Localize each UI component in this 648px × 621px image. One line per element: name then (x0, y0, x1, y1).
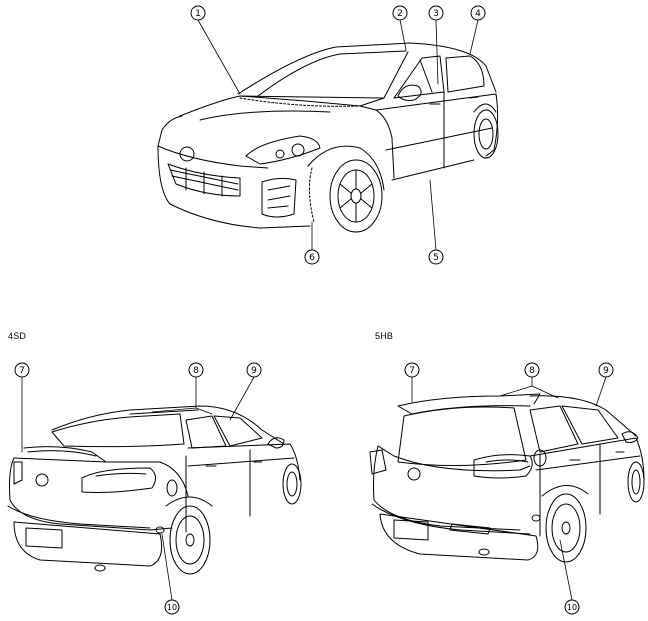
variant-label-sedan: 4SD (8, 331, 27, 341)
callout-7-hatchback: 7 (409, 366, 415, 376)
callout-7-sedan-circle (14, 362, 30, 378)
variant-label-hatchback: 5HB (375, 331, 394, 341)
callout-9-hatchback-circle (598, 362, 614, 378)
callout-4-circle (470, 5, 486, 21)
callout-8-sedan-circle (188, 362, 204, 378)
callout-1: 1 (195, 9, 201, 19)
callout-7-hatchback-circle (404, 362, 420, 378)
callout-2-circle (392, 5, 408, 21)
callout-5: 5 (433, 253, 439, 263)
callout-3-circle (428, 5, 444, 21)
callout-3: 3 (433, 9, 439, 19)
leader-lines (21, 19, 607, 601)
front-view-car (157, 42, 499, 233)
callout-8-hatchback-circle (524, 362, 540, 378)
callout-numbers: 1 2 3 4 5 6 7 8 9 10 7 8 9 10 (19, 9, 609, 612)
callout-10-sedan-circle (164, 599, 180, 615)
callout-5-circle (428, 249, 444, 265)
callout-10-hatchback-circle (564, 599, 580, 615)
callout-2: 2 (397, 9, 403, 19)
callout-circles (14, 5, 614, 615)
callout-9-hatchback: 9 (603, 366, 609, 376)
sedan-rear-view-car (7, 405, 302, 575)
callout-7-sedan: 7 (19, 366, 25, 376)
callout-1-circle (190, 5, 206, 21)
callout-4: 4 (475, 9, 481, 19)
callout-9-sedan-circle (246, 362, 262, 378)
callout-8-hatchback: 8 (529, 366, 535, 376)
callout-8-sedan: 8 (193, 366, 199, 376)
hatchback-rear-view-car (369, 393, 645, 563)
callout-10-sedan: 10 (167, 603, 177, 612)
callout-6-circle (304, 249, 320, 265)
callout-9-sedan: 9 (251, 366, 257, 376)
callout-6: 6 (309, 253, 315, 263)
callout-10-hatchback: 10 (567, 603, 577, 612)
